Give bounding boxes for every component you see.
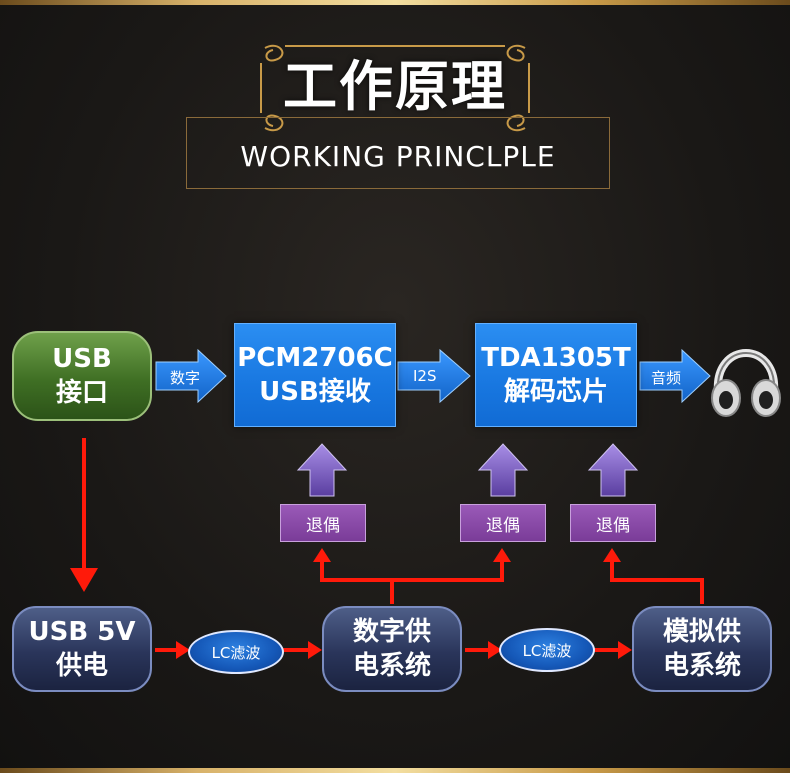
usb-5v-supply-node: USB 5V 供电 [12, 606, 152, 692]
page-title: 工作原理 [283, 55, 507, 118]
arrow-decouple-2-up [477, 443, 529, 497]
arrow-decouple-3-up [587, 443, 639, 497]
lc-filter-2: LC滤波 [499, 628, 595, 672]
arrow-decouple-1-up [296, 443, 348, 497]
tda-chip-node: TDA1305T 解码芯片 [475, 323, 637, 427]
subtitle-frame [186, 117, 610, 189]
headphones-icon [711, 349, 781, 417]
arrow-label-digital: 数字 [170, 369, 201, 387]
usb-port-node: USB 接口 [12, 331, 152, 421]
arrow-tda-to-headphones [639, 348, 711, 404]
bottom-gold-border [0, 768, 790, 773]
lc-filter-1: LC滤波 [188, 630, 284, 674]
decoupling-1: 退偶 [280, 504, 366, 542]
pcm-chip-node: PCM2706C USB接收 [234, 323, 396, 427]
page-subtitle: WORKING PRINCLPLE [240, 140, 556, 173]
decoupling-3: 退偶 [570, 504, 656, 542]
arrow-label-i2s: I2S [413, 367, 437, 385]
top-gold-border [0, 0, 790, 5]
digital-supply-node: 数字供 电系统 [322, 606, 462, 692]
title-ornament-icon [260, 44, 530, 132]
analog-supply-node: 模拟供 电系统 [632, 606, 772, 692]
decoupling-2: 退偶 [460, 504, 546, 542]
arrow-usb-to-pcm [155, 348, 227, 404]
arrow-pcm-to-tda [397, 348, 471, 404]
arrow-label-audio: 音频 [651, 369, 682, 387]
